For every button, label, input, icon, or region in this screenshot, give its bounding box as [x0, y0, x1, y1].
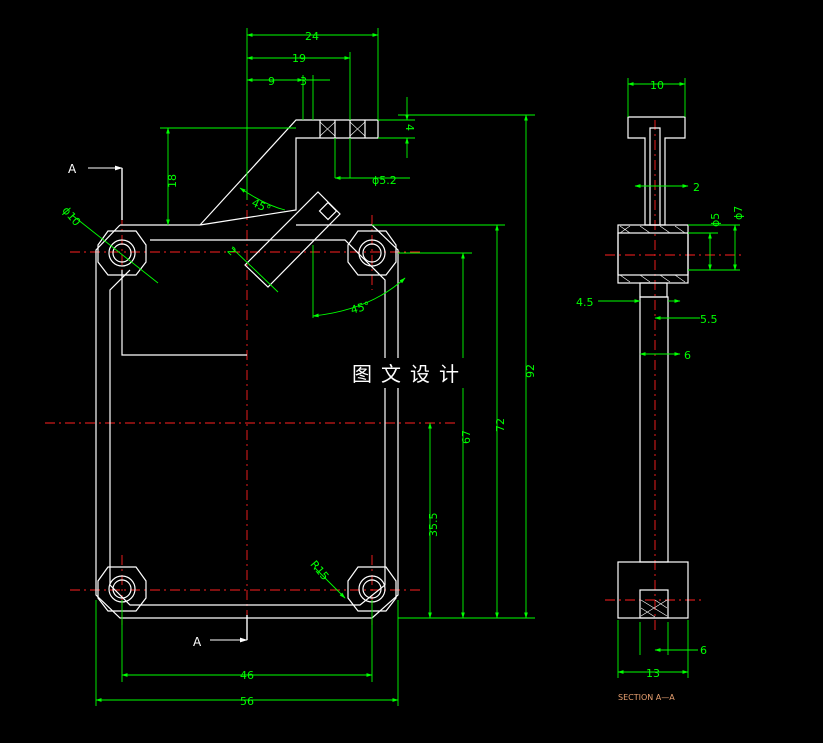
watermark-bg [345, 358, 487, 388]
dim-phi10: ϕ10 [59, 204, 83, 229]
side-dim-6b: 6 [700, 644, 707, 657]
side-mid-block [617, 224, 689, 284]
side-top-tee [627, 116, 686, 226]
side-shaft [639, 296, 669, 563]
watermark-text: 图文设计 [352, 362, 468, 386]
side-dim-5-5: 5.5 [700, 313, 718, 326]
pocket-edge [121, 270, 247, 356]
side-view: 10 2 ϕ5 ϕ7 4.5 5.5 6 6 13 SECTION A—A [576, 78, 745, 702]
side-dim-phi7: ϕ7 [732, 206, 745, 220]
hole-top-right [347, 230, 397, 276]
dim-phi52: ϕ5.2 [372, 174, 397, 187]
side-dim-13: 13 [646, 667, 660, 680]
side-dim-2: 2 [693, 181, 700, 194]
side-neck [639, 282, 668, 298]
angle-45-top-arc [239, 187, 286, 211]
dim-67: 67 [460, 430, 473, 444]
dim-19: 19 [292, 52, 306, 65]
dim-4: 4 [403, 124, 416, 131]
dim-46: 46 [240, 669, 254, 682]
angle-45-lower-arc [312, 277, 406, 318]
side-dim-6a: 6 [684, 349, 691, 362]
hole-bottom-left [97, 566, 147, 612]
rib-square [318, 201, 338, 221]
side-dim-10: 10 [650, 79, 664, 92]
side-bottom-hatch [640, 599, 668, 618]
dim-72: 72 [494, 418, 507, 432]
dim-35-5: 35.5 [427, 513, 440, 538]
hole-top-left [97, 230, 147, 276]
dim-2: 2 [225, 244, 239, 258]
dim-18: 18 [166, 174, 179, 188]
angle-45-top: 45° [250, 196, 273, 216]
dim-9: 9 [268, 75, 275, 88]
dim-2-line [231, 247, 279, 293]
dim-r15: R15 [307, 558, 331, 583]
side-mid-hatch [619, 225, 686, 283]
section-caption: SECTION A—A [618, 693, 675, 702]
side-dim-4-5: 4.5 [576, 296, 594, 309]
frame-inner-outline [109, 239, 386, 606]
side-bottom-pocket [639, 589, 669, 619]
front-view: A A 24 19 9 3 4 ϕ5.2 18 [45, 28, 537, 708]
angle-45-lower: 45° [349, 299, 371, 317]
section-marker-bottom: A [193, 635, 202, 649]
dim-56: 56 [240, 695, 254, 708]
dim-phi10-leader [71, 214, 159, 284]
side-dim-phi5: ϕ5 [709, 213, 722, 227]
bracket-hatch [319, 121, 366, 137]
side-mid-inner [617, 232, 689, 276]
dim-r15-leader [314, 567, 346, 599]
section-marker-top: A [68, 162, 77, 176]
bracket-outline [199, 119, 379, 226]
dim-3: 3 [300, 75, 307, 88]
dim-92: 92 [524, 364, 537, 378]
diagonal-rib [244, 191, 341, 288]
dim-24: 24 [305, 30, 319, 43]
